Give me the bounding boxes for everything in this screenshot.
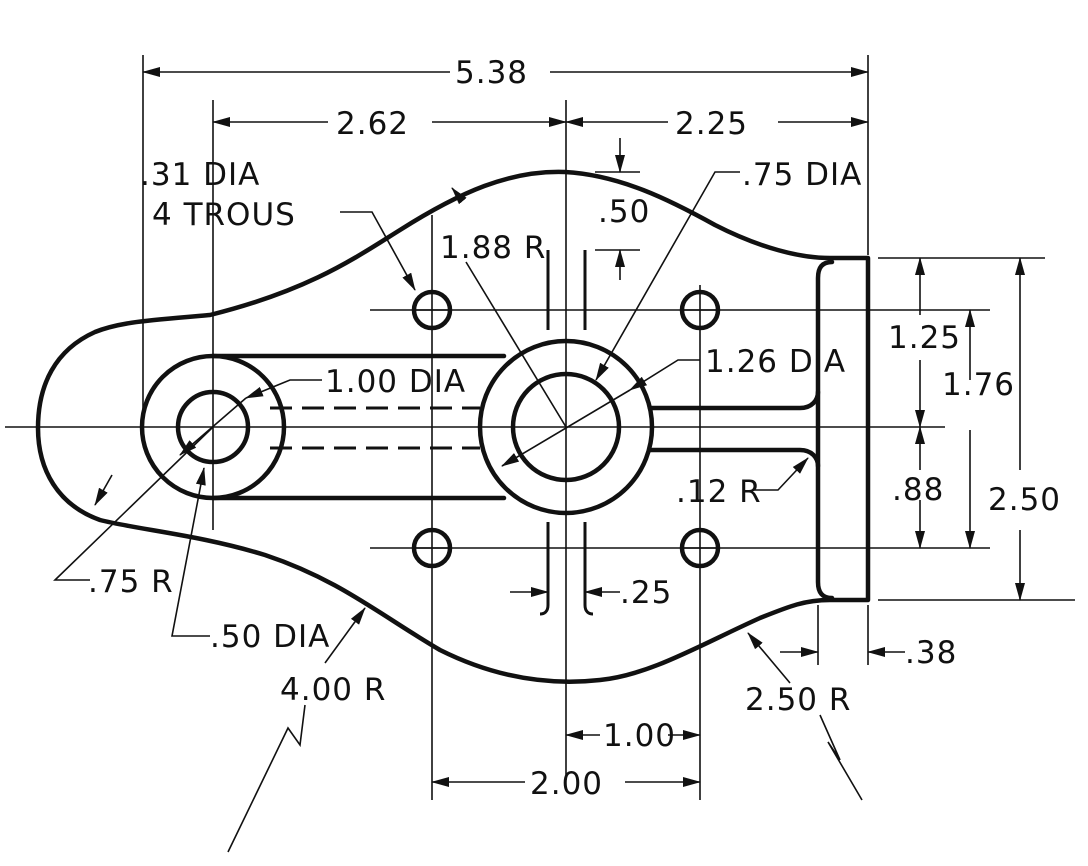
dim-1-76: 1.76 (942, 367, 1015, 403)
part-outline (35, 169, 871, 684)
dim-center-boss: 1.26 DIA (705, 344, 846, 380)
dim-bottom-left-radius: 4.00 R (280, 672, 386, 708)
dim-boss-bore: .75 DIA (742, 157, 862, 193)
dim-bottom-right-radius: 2.50 R (745, 682, 851, 718)
center-lines (5, 100, 990, 800)
ribs (539, 250, 594, 616)
dim-top-radius: 1.88 R (440, 230, 546, 266)
dimension-lines (142, 67, 1025, 787)
note-small-hole-count: 4 TROUS (152, 197, 296, 233)
dim-88: .88 (892, 472, 944, 508)
hidden-lines (270, 406, 480, 450)
dim-right-span: 2.25 (675, 106, 748, 142)
dim-flange: .38 (905, 635, 957, 671)
dim-1-25: 1.25 (888, 320, 961, 356)
dim-rib-offset: .50 (598, 194, 650, 230)
leaders (53, 171, 863, 853)
note-small-hole-dia: .31 DIA (140, 157, 260, 193)
dim-left-radius: .75 R (88, 564, 174, 600)
extension-lines (142, 55, 1075, 665)
dim-left-span: 2.62 (336, 106, 409, 142)
dim-hole-half-spacing: 1.00 (603, 718, 676, 754)
dim-hole-spacing: 2.00 (530, 766, 603, 802)
dim-2-50: 2.50 (988, 482, 1061, 518)
dim-slot-width: 1.00 DIA (325, 364, 466, 400)
dimension-labels: 5.38 2.62 2.25 .31 DIA 4 TROUS 1.88 R .7… (88, 55, 1061, 802)
dim-fillet: .12 R (676, 474, 762, 510)
dim-overall-width: 5.38 (455, 55, 528, 91)
dim-rib-width: .25 (620, 575, 672, 611)
dim-left-hole: .50 DIA (210, 619, 330, 655)
